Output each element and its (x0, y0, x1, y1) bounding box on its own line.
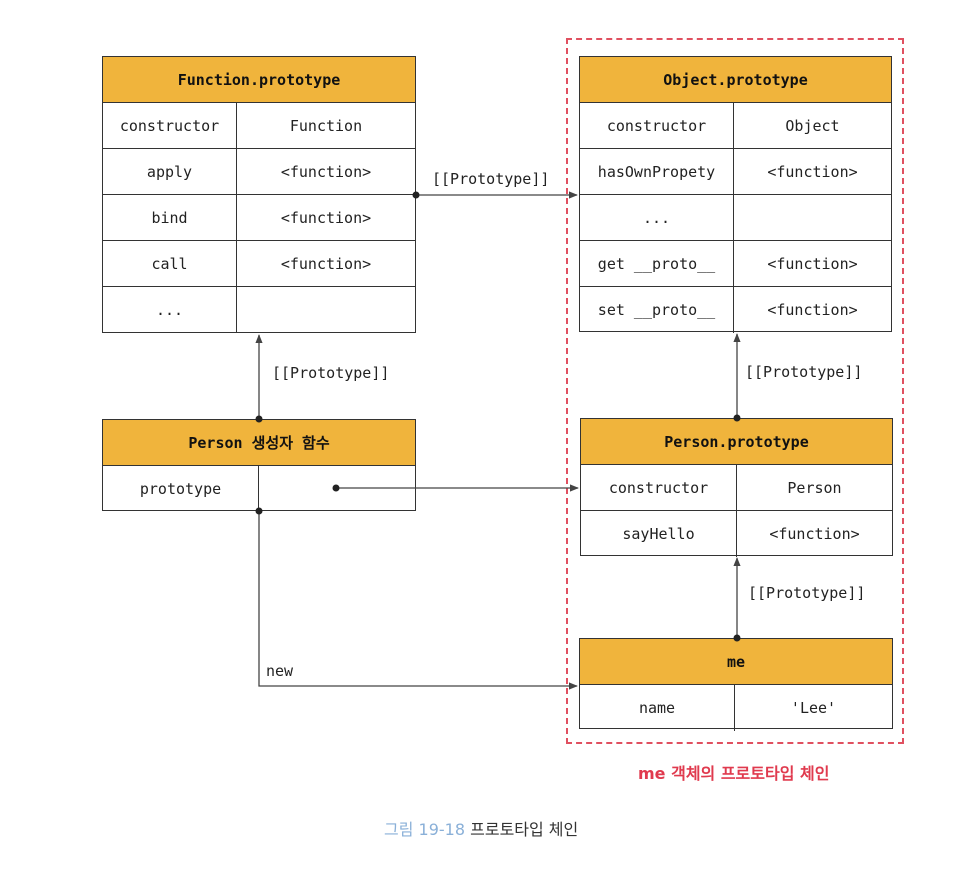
figure-caption: 그림 19-18 프로토타입 체인 (384, 816, 578, 840)
person-prototype-box: Person.prototype constructor Person sayH… (580, 418, 893, 557)
table-row: bind <function> (103, 195, 415, 241)
property-value: <function> (280, 208, 372, 227)
property-value: <function> (767, 301, 858, 319)
table-row: ... (103, 287, 415, 333)
figure-title: 프로토타입 체인 (470, 820, 579, 839)
region-caption: me 객체의 프로토타입 체인 (638, 764, 830, 783)
object-prototype-title: Object.prototype (580, 57, 891, 103)
property-key: bind (103, 195, 237, 240)
table-row: prototype (103, 466, 415, 512)
property-key: constructor (581, 465, 737, 510)
edge-label-personproto-to-obj: [[Prototype]] (745, 363, 863, 381)
person-constructor-title: Person 생성자 함수 (103, 420, 415, 466)
table-row: sayHello <function> (581, 511, 892, 557)
property-key: constructor (103, 103, 237, 148)
property-key: ... (103, 287, 237, 333)
function-prototype-box: Function.prototype constructor Function … (102, 56, 416, 333)
property-value: <function> (767, 162, 858, 181)
property-value (259, 466, 415, 512)
table-row: set __proto__ <function> (580, 287, 891, 333)
person-constructor-box: Person 생성자 함수 prototype (102, 419, 416, 512)
edge-function-to-object (412, 191, 578, 199)
table-row: constructor Function (103, 103, 415, 149)
edge-new (255, 507, 578, 690)
person-prototype-title: Person.prototype (581, 419, 892, 465)
property-value (734, 195, 891, 240)
property-value: Person (787, 478, 842, 497)
edge-label-person-to-fn: [[Prototype]] (272, 364, 390, 382)
property-key: apply (103, 149, 237, 194)
edge-label-fn-to-obj: [[Prototype]] (432, 170, 550, 188)
property-value: <function> (767, 254, 858, 273)
property-value (237, 287, 415, 333)
property-value: <function> (280, 254, 372, 273)
property-key: prototype (103, 466, 259, 512)
table-row: constructor Person (581, 465, 892, 511)
property-key: name (580, 685, 735, 731)
object-prototype-box: Object.prototype constructor Object hasO… (579, 56, 892, 333)
me-box: me name 'Lee' (579, 638, 893, 731)
edge-person-to-function (255, 334, 263, 423)
table-row: ... (580, 195, 891, 241)
me-title: me (580, 639, 892, 685)
function-prototype-title: Function.prototype (103, 57, 415, 103)
table-row: call <function> (103, 241, 415, 287)
edge-label-me-to-personproto: [[Prototype]] (748, 584, 866, 602)
figure-number: 그림 19-18 (384, 820, 466, 839)
table-row: get __proto__ <function> (580, 241, 891, 287)
property-key: hasOwnPropety (580, 149, 734, 194)
property-key: ... (580, 195, 734, 240)
property-key: call (103, 241, 237, 286)
table-row: hasOwnPropety <function> (580, 149, 891, 195)
table-row: apply <function> (103, 149, 415, 195)
property-value: <function> (769, 525, 860, 543)
table-row: constructor Object (580, 103, 891, 149)
property-key: get __proto__ (580, 241, 734, 286)
property-value: Function (289, 116, 363, 135)
prototype-chain-region (566, 38, 904, 744)
property-key: constructor (580, 103, 734, 148)
table-row: name 'Lee' (580, 685, 892, 731)
property-key: set __proto__ (580, 287, 734, 333)
property-value: 'Lee' (790, 699, 837, 717)
property-value: <function> (280, 162, 372, 181)
edge-label-new: new (266, 662, 294, 680)
property-value: Object (785, 116, 840, 135)
property-key: sayHello (581, 511, 737, 557)
